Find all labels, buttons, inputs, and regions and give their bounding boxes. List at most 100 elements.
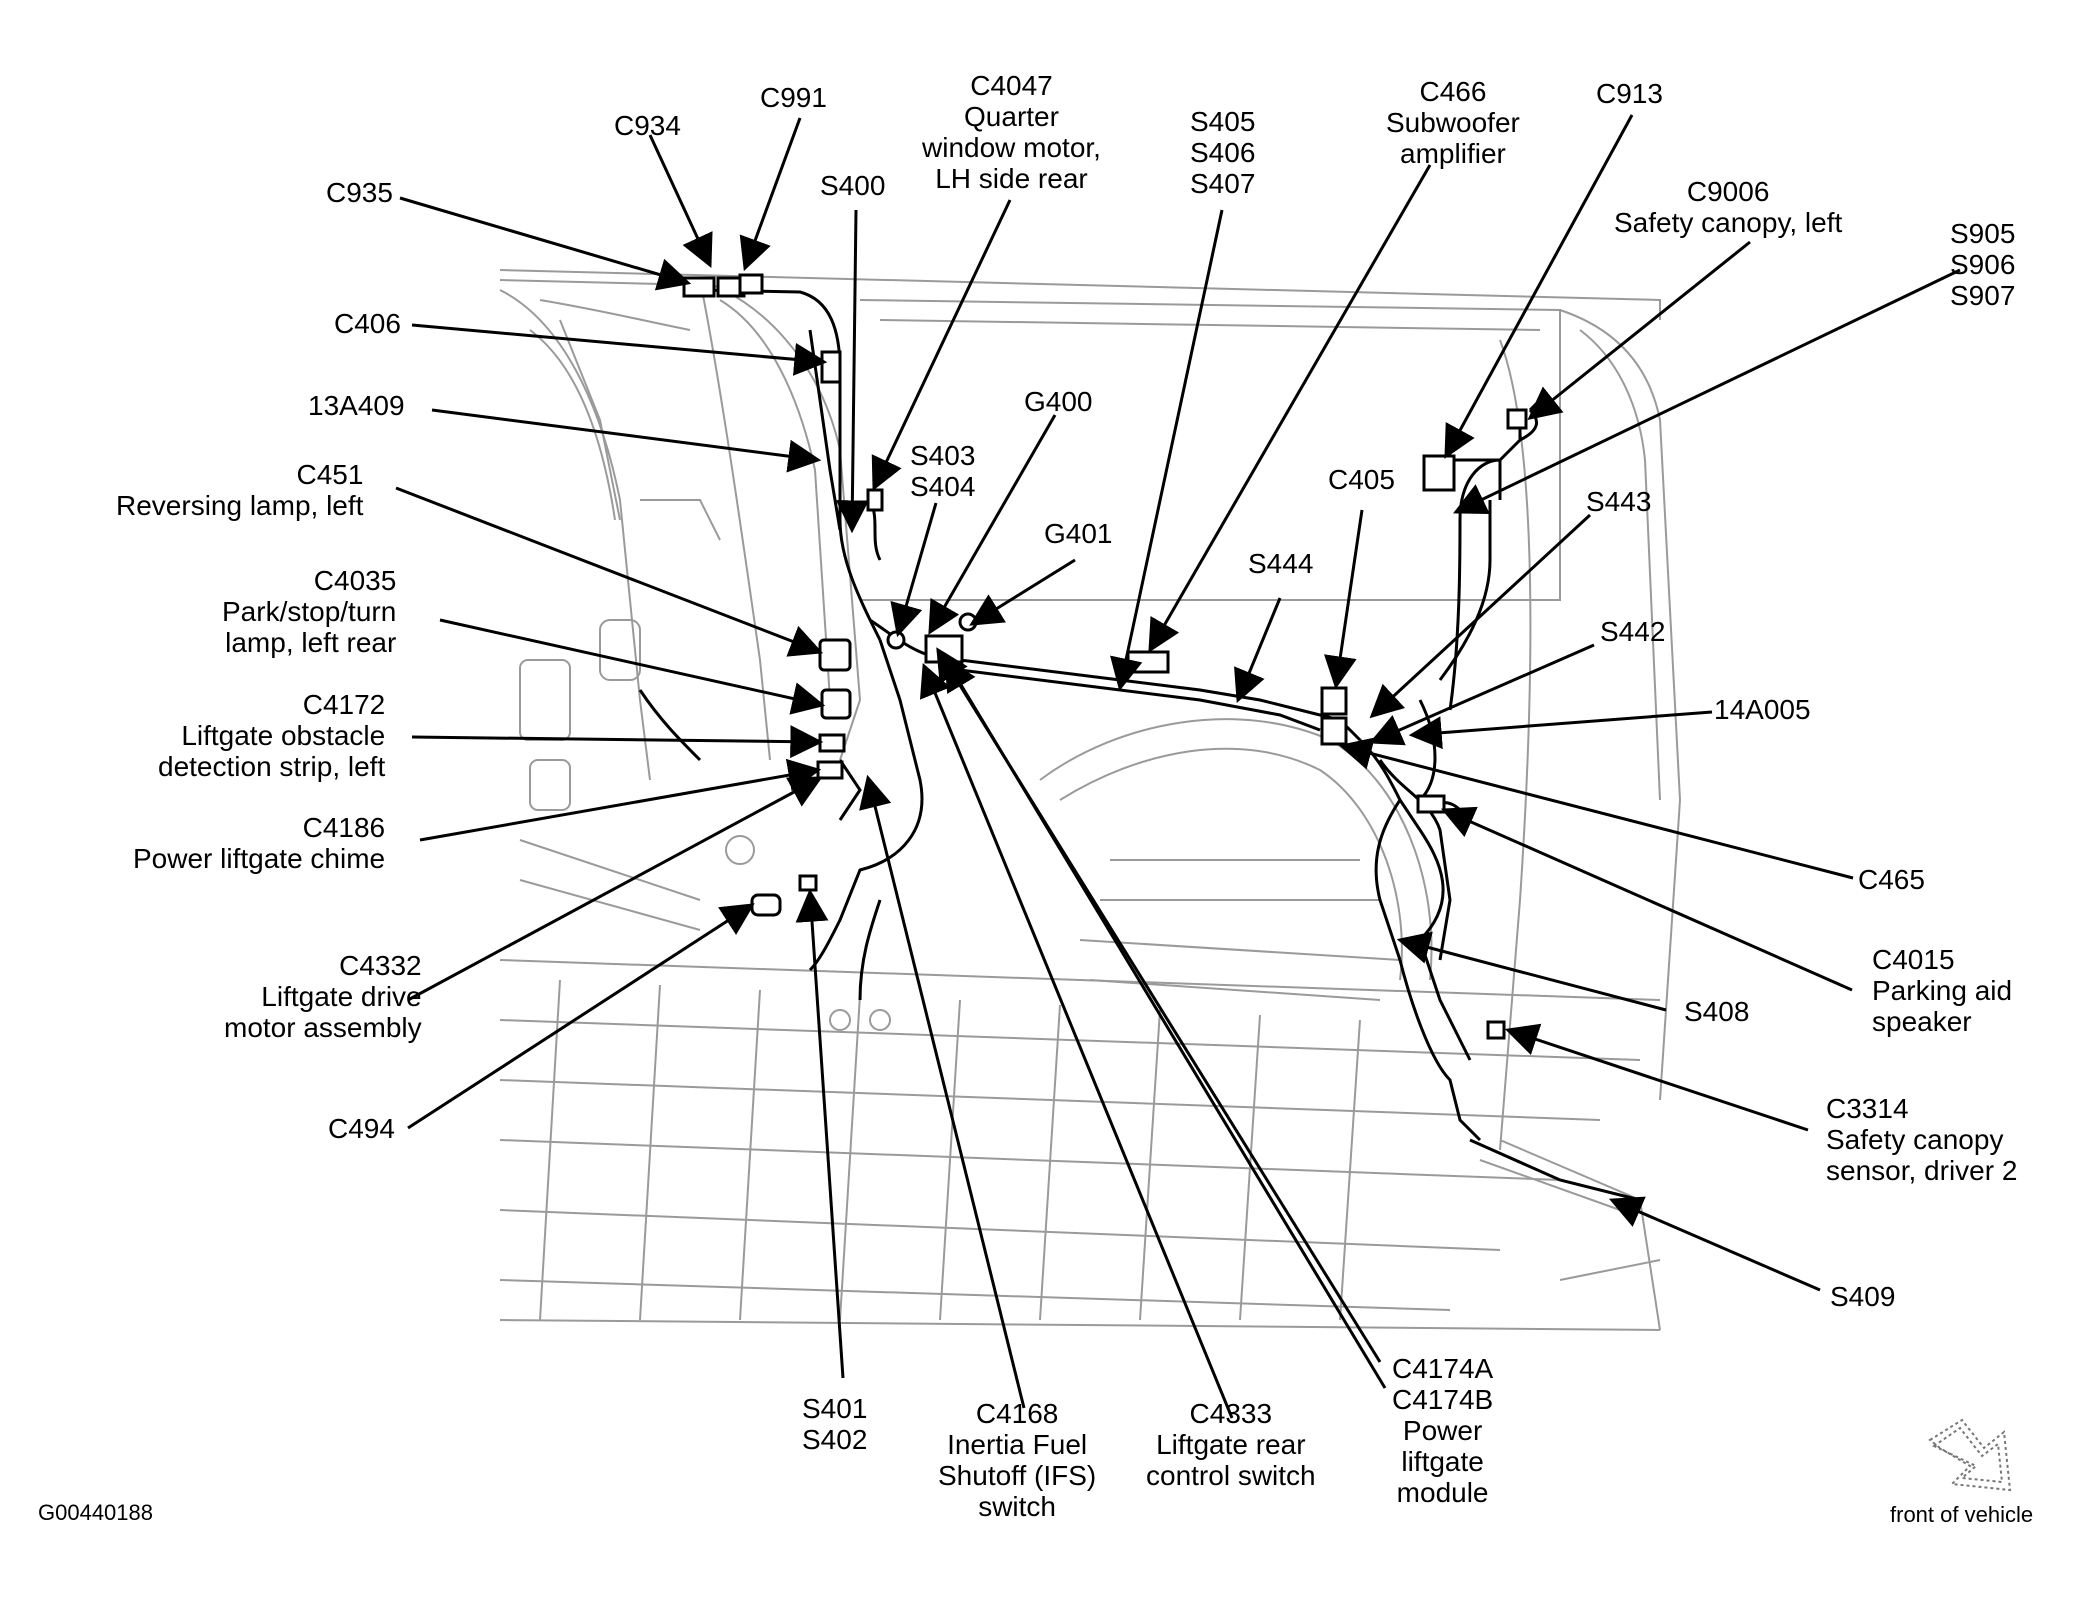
leader-c465 — [1338, 737, 1854, 880]
connector-c405-a — [1320, 686, 1348, 716]
label-c991: C991 — [760, 82, 827, 113]
label-line: C4332 — [339, 950, 422, 981]
leader-c4168 — [859, 774, 1026, 1409]
label-line: Reversing lamp, left — [116, 490, 364, 521]
label-line: C465 — [1858, 864, 1925, 895]
label-line: S401 — [802, 1393, 868, 1424]
label-line: Park/stop/turn — [222, 596, 397, 627]
leader-c4035 — [439, 618, 826, 715]
front-of-vehicle-arrow-icon — [1928, 1418, 2012, 1492]
label-line: S402 — [802, 1424, 868, 1455]
wiring-harness — [638, 288, 1641, 1202]
label-line: module — [1396, 1477, 1489, 1508]
label-line: S905 — [1950, 218, 2016, 249]
label-line: Safety canopy, left — [1614, 207, 1843, 238]
label-line: S404 — [910, 471, 976, 502]
leader-s442 — [1368, 643, 1595, 746]
label-line: C4035 — [313, 565, 397, 596]
leader-c466 — [1148, 164, 1432, 653]
leader-s400 — [835, 209, 869, 534]
leader-s403 — [890, 502, 938, 638]
label-line: C4333 — [1189, 1398, 1273, 1429]
label-line: window motor, — [922, 132, 1101, 163]
connector-c4047 — [866, 488, 884, 512]
label-line: C451 — [296, 459, 364, 490]
label-s443: S443 — [1586, 486, 1651, 517]
label-line: G400 — [1024, 386, 1093, 417]
label-line: C9006 — [1686, 176, 1770, 207]
label-line: 13A409 — [308, 390, 405, 421]
label-line: motor assembly — [224, 1012, 422, 1043]
label-line: switch — [978, 1491, 1056, 1522]
label-14a005: 14A005 — [1714, 694, 1811, 725]
leader-c451 — [395, 486, 824, 657]
label-line: C4015 — [1872, 944, 1955, 975]
connector-c494 — [750, 893, 782, 917]
label-c405: C405 — [1328, 464, 1395, 495]
label-line: C934 — [614, 110, 681, 141]
label-line: Liftgate drive — [261, 981, 422, 1012]
connector-c3314 — [1486, 1020, 1506, 1040]
label-g400: G400 — [1024, 386, 1093, 417]
leader-s408 — [1396, 931, 1667, 1012]
label-line: S403 — [910, 440, 976, 471]
connector-c991 — [738, 273, 764, 295]
label-line: C406 — [334, 308, 401, 339]
leader-c4174b — [944, 657, 1387, 1389]
label-g401: G401 — [1044, 518, 1113, 549]
connector-c406 — [820, 350, 842, 384]
leader-c935 — [399, 196, 692, 291]
label-line: speaker — [1872, 1006, 1972, 1037]
label-line: control switch — [1146, 1460, 1316, 1491]
leader-c4186 — [419, 758, 822, 842]
leader-c3314 — [1504, 1023, 1809, 1132]
connector-c935 — [682, 276, 716, 298]
label-line: Subwoofer — [1386, 107, 1520, 138]
label-c913: C913 — [1596, 78, 1663, 109]
label-s444: S444 — [1248, 548, 1313, 579]
leader-s905 — [1453, 268, 1961, 515]
label-line: C4047 — [970, 70, 1053, 101]
label-line: C935 — [326, 177, 393, 208]
connector-c451 — [818, 638, 852, 672]
label-line: C494 — [328, 1113, 395, 1144]
label-line: Liftgate obstacle — [181, 720, 386, 751]
leader-s444 — [1234, 597, 1282, 704]
connector-c4015 — [1416, 794, 1446, 814]
label-line: detection strip, left — [158, 751, 386, 782]
splice-s401 — [798, 874, 818, 892]
label-c465: C465 — [1858, 864, 1925, 895]
label-line: S444 — [1248, 548, 1314, 579]
leader-s401 — [795, 888, 845, 1379]
label-line: sensor, driver 2 — [1826, 1155, 2018, 1186]
leader-c9006 — [1527, 240, 1751, 421]
connector-c913 — [1422, 454, 1456, 492]
label-s409: S409 — [1830, 1281, 1895, 1312]
connector-c4186 — [816, 760, 844, 780]
label-line: Quarter — [964, 101, 1059, 132]
ground-g400 — [886, 630, 906, 650]
leader-c4332 — [407, 776, 823, 1002]
leader-g400 — [928, 414, 1057, 635]
connector-c466 — [1126, 650, 1170, 674]
leader-14a005 — [1408, 710, 1713, 750]
leader-c991 — [739, 117, 802, 272]
label-line: S405 — [1190, 106, 1256, 137]
connector-c405-b — [1320, 716, 1348, 746]
leader-13a409 — [431, 408, 822, 473]
label-line: amplifier — [1400, 138, 1506, 169]
label-line: Parking aid — [1872, 975, 2013, 1006]
